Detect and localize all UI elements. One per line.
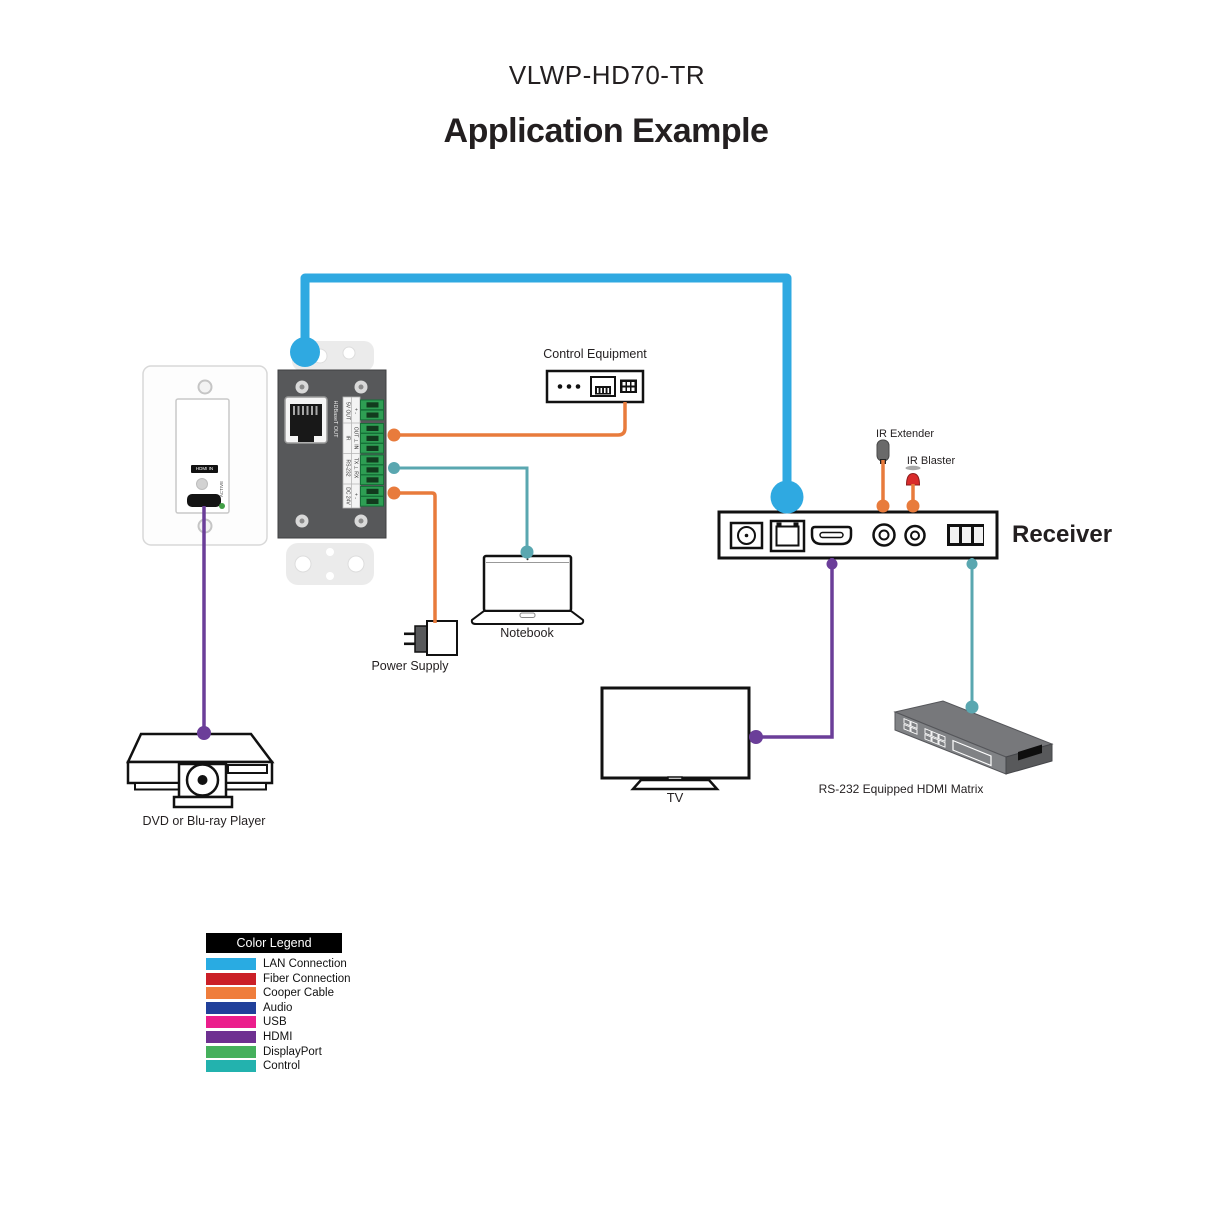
hdmi-matrix-icon — [893, 700, 1054, 775]
copper-node-dot — [387, 428, 401, 442]
legend-label: HDMI — [263, 1030, 293, 1043]
control-node-dot — [966, 558, 978, 570]
copper-cable-line — [394, 402, 627, 437]
mount-hole — [342, 346, 356, 360]
lan-node-dot — [770, 480, 804, 514]
model-number: VLWP-HD70-TR — [508, 60, 706, 90]
hdbaset-out-label: HDBaseT OUT — [331, 400, 338, 438]
legend-row: USB — [206, 1016, 351, 1029]
legend-swatch — [206, 958, 256, 970]
dc-jack-icon — [729, 521, 764, 550]
legend-label: Control — [263, 1060, 301, 1073]
tv-icon — [600, 686, 751, 791]
legend-swatch — [206, 1060, 256, 1073]
power-supply-label: Power Supply — [371, 659, 449, 673]
hdmi-cable-line — [757, 558, 834, 739]
legend-row: Control — [206, 1060, 351, 1073]
port-ir-pins: OUT ⊥ IN — [352, 426, 359, 450]
transmitter-body — [277, 369, 387, 539]
ir-jack-icon — [872, 523, 896, 547]
notebook-icon — [470, 554, 585, 625]
copper-node-dot — [387, 486, 401, 500]
mount-hole — [294, 555, 312, 573]
legend-swatch — [206, 1045, 256, 1058]
copper-cable-line — [394, 491, 437, 623]
hdmi-matrix-label: RS-232 Equipped HDMI Matrix — [818, 782, 984, 796]
active-label: ACTIVE — [218, 480, 224, 498]
mount-tab-bottom — [286, 543, 374, 585]
dvd-player-label: DVD or Blu-ray Player — [142, 814, 266, 828]
wallplate-device — [142, 365, 268, 546]
terminal-block-icon — [360, 399, 384, 507]
legend-row: Cooper Cable — [206, 987, 351, 1000]
legend-swatch — [206, 1001, 256, 1014]
ir-jack-icon — [904, 524, 926, 547]
legend-row: Fiber Connection — [206, 972, 351, 985]
ir-extender-label: IR Extender — [875, 428, 935, 440]
hdmi-port-icon — [810, 525, 853, 546]
legend-label: Cooper Cable — [263, 987, 334, 1000]
hdmi-node-dot — [826, 558, 838, 570]
legend-swatch — [206, 972, 256, 985]
legend-label: Fiber Connection — [263, 972, 351, 985]
lan-cable-line — [300, 273, 792, 500]
control-cable-line — [394, 466, 529, 551]
legend-title: Color Legend — [206, 933, 342, 953]
notebook-label: Notebook — [500, 626, 554, 640]
legend-label: Audio — [263, 1001, 293, 1014]
legend-label: DisplayPort — [263, 1045, 322, 1058]
copper-node-dot — [876, 499, 890, 513]
receiver-device — [717, 510, 999, 560]
hdmi-in-label: HDMI IN — [191, 465, 218, 473]
hdmi-node-dot — [749, 730, 763, 744]
mount-hole — [347, 555, 365, 573]
rj45-port-icon — [769, 519, 806, 553]
port-ir-label: IR — [344, 435, 351, 441]
legend-swatch — [206, 987, 256, 1000]
legend-row: HDMI — [206, 1030, 351, 1043]
ir-blaster-icon — [905, 465, 921, 486]
legend-swatch — [206, 1030, 256, 1043]
copper-node-dot — [906, 499, 920, 513]
button-icon — [196, 478, 208, 490]
port-5v-pins: + - — [352, 408, 359, 414]
port-5v-label: 5V OUT — [344, 401, 351, 421]
legend-label: USB — [263, 1016, 287, 1029]
legend-row: DisplayPort — [206, 1045, 351, 1058]
lan-node-dot — [290, 337, 320, 367]
port-dc-label: DC 24V — [344, 487, 351, 505]
legend-swatch — [206, 1016, 256, 1029]
mount-hole — [326, 548, 334, 556]
control-equipment-device — [545, 369, 645, 404]
control-node-dot — [965, 700, 979, 714]
screw-icon — [197, 379, 213, 395]
legend-label: LAN Connection — [263, 958, 347, 970]
control-node-dot — [520, 545, 534, 559]
color-legend: LAN Connection Fiber Connection Cooper C… — [206, 958, 351, 1075]
active-led-icon — [219, 503, 225, 509]
port-rs232-label: RS-232 — [344, 459, 351, 477]
port-dc-pins: + - — [352, 493, 359, 499]
ir-blaster-label: IR Blaster — [906, 455, 956, 467]
dvd-display-icon — [227, 764, 268, 774]
hdmi-port-icon — [187, 494, 221, 507]
hdmi-node-dot — [197, 726, 211, 740]
port-rs232-pins: TX ⊥ RX — [352, 457, 359, 479]
legend-row: Audio — [206, 1001, 351, 1014]
power-supply-icon — [404, 620, 458, 656]
tv-label: TV — [666, 790, 684, 805]
receiver-label: Receiver — [1012, 521, 1113, 548]
legend-row: LAN Connection — [206, 958, 351, 970]
control-equipment-label: Control Equipment — [543, 347, 647, 361]
page-title: Application Example — [443, 112, 769, 150]
control-node-dot — [388, 462, 400, 474]
mount-hole — [326, 572, 334, 580]
transmitter-device — [277, 341, 387, 585]
dvd-player-icon — [126, 732, 275, 809]
